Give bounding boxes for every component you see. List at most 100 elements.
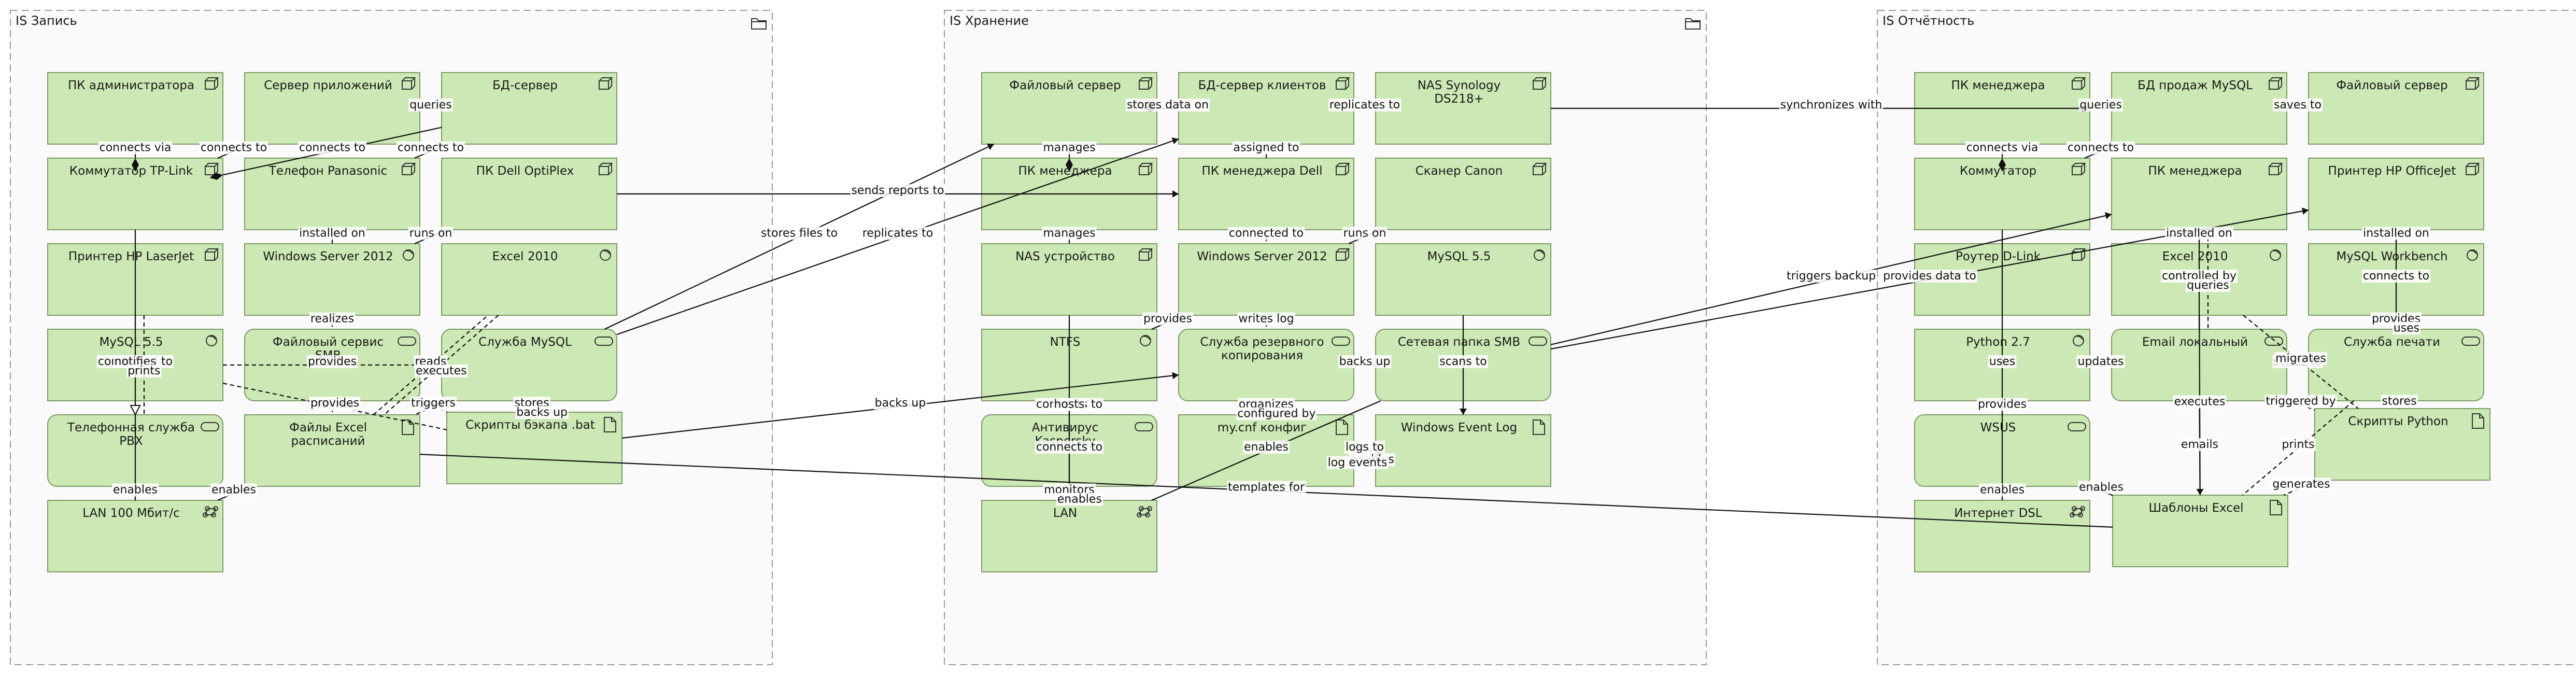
- node-box[interactable]: [441, 158, 617, 230]
- service-icon: [595, 336, 613, 346]
- device-icon: [205, 77, 219, 90]
- relation-label-bg: [1142, 312, 1194, 326]
- node-n15[interactable]: Скрипты бэкапа .bat: [446, 412, 622, 484]
- relation-label: log events: [1328, 456, 1388, 469]
- node-n24[interactable]: Windows Server 2012: [1178, 243, 1354, 316]
- node-box[interactable]: [981, 243, 1157, 316]
- node-n5[interactable]: Телефон Panasonic: [244, 158, 420, 230]
- relation-label-bg: [2281, 438, 2316, 451]
- node-n48[interactable]: Шаблоны Excel: [2112, 495, 2288, 567]
- node-n4[interactable]: Коммутатор TP-Link: [47, 158, 223, 230]
- node-box[interactable]: [1375, 158, 1551, 230]
- node-n47[interactable]: Интернет DSL: [1914, 500, 2090, 572]
- relation-label: replicates to: [862, 227, 933, 240]
- system-software-icon: [2270, 249, 2281, 261]
- node-box[interactable]: [2111, 72, 2287, 145]
- relation-label-bg: [1978, 483, 2026, 497]
- relation-label-bg: [1042, 227, 1097, 240]
- relation-label: provides data to: [1883, 270, 1976, 283]
- node-box[interactable]: [244, 158, 420, 230]
- relation-label-bg: [1326, 456, 1389, 469]
- device-icon: [599, 163, 613, 175]
- system-software-icon: [1534, 249, 1545, 261]
- node-n44[interactable]: Служба печати: [2308, 329, 2484, 401]
- node-label: LAN: [1053, 507, 1077, 520]
- node-label: Антивирус: [1032, 421, 1098, 434]
- node-n1[interactable]: ПК администратора: [47, 72, 223, 145]
- node-box[interactable]: [2112, 495, 2288, 567]
- system-software-icon: [2470, 250, 2477, 255]
- relation-label: prints: [128, 364, 160, 377]
- device-icon: [402, 77, 416, 90]
- node-n2[interactable]: Сервер приложений: [244, 72, 420, 145]
- node-n9[interactable]: Excel 2010: [441, 243, 617, 316]
- relation-label-bg: [2173, 395, 2227, 409]
- node-label: копирования: [1221, 349, 1303, 362]
- node-n22[interactable]: Сканер Canon: [1375, 158, 1551, 230]
- node-box[interactable]: [446, 412, 622, 484]
- relation-label-bg: [306, 355, 358, 368]
- node-n12[interactable]: Служба MySQL: [441, 329, 617, 401]
- relation-label-bg: [1338, 355, 1392, 368]
- node-label: Скрипты бэкапа .bat: [465, 418, 595, 432]
- node-n23[interactable]: NAS устройство: [981, 243, 1157, 316]
- node-box[interactable]: [441, 243, 617, 316]
- relation-label-bg: [210, 483, 258, 497]
- relation-label-bg: [1125, 99, 1210, 111]
- node-n17[interactable]: Файловый сервер: [981, 72, 1157, 145]
- node-box[interactable]: [2314, 408, 2490, 481]
- artifact-icon: [2472, 413, 2484, 429]
- device-icon: [2072, 77, 2086, 90]
- node-n46[interactable]: Скрипты Python: [2314, 408, 2490, 481]
- folder-icon: [751, 18, 767, 30]
- node-box[interactable]: [244, 414, 420, 487]
- node-box[interactable]: [244, 243, 420, 316]
- node-n36[interactable]: Коммутатор: [1914, 158, 2090, 230]
- node-box[interactable]: [244, 72, 420, 145]
- node-n3[interactable]: БД-сервер: [441, 72, 617, 145]
- relation-label: runs on: [1343, 227, 1386, 240]
- relation-label: connects via: [100, 142, 172, 155]
- node-box[interactable]: [2111, 158, 2287, 230]
- node-n16[interactable]: LAN 100 Мбит/с: [47, 500, 223, 572]
- system-software-icon: [2076, 335, 2083, 340]
- node-box[interactable]: [1375, 72, 1551, 145]
- system-software-icon: [600, 249, 611, 261]
- node-box[interactable]: [2308, 158, 2484, 230]
- node-label: NTFS: [1050, 335, 1081, 349]
- node-n8[interactable]: Windows Server 2012: [244, 243, 420, 316]
- group-title: IS Отчётность: [1883, 13, 1974, 28]
- relation-label-bg: [298, 227, 366, 240]
- node-box[interactable]: [1375, 243, 1551, 316]
- node-n35[interactable]: Файловый сервер: [2308, 72, 2484, 145]
- node-label: MySQL 5.5: [1427, 250, 1491, 263]
- relation-label-bg: [2264, 395, 2337, 408]
- node-n31[interactable]: Windows Event Log: [1375, 414, 1551, 487]
- node-n34[interactable]: БД продаж MySQL: [2111, 72, 2287, 145]
- node-n32[interactable]: LAN: [981, 500, 1157, 572]
- node-n21[interactable]: ПК менеджера Dell: [1178, 158, 1354, 230]
- relation-label-bg: [2077, 481, 2125, 494]
- node-n38[interactable]: Принтер HP OfficeJet: [2308, 158, 2484, 230]
- relation-label: manages: [1043, 142, 1095, 155]
- node-n25[interactable]: MySQL 5.5: [1375, 243, 1551, 316]
- node-n37[interactable]: ПК менеджера: [2111, 158, 2287, 230]
- service-icon: [2264, 336, 2283, 346]
- network-icon: [2080, 506, 2085, 511]
- node-box[interactable]: [441, 72, 617, 145]
- node-box[interactable]: [1914, 500, 2090, 572]
- relation-label: templates for: [1228, 481, 1305, 494]
- relation-label: saves to: [2274, 99, 2322, 111]
- node-box[interactable]: [1375, 414, 1551, 487]
- relation-label: provides: [1143, 313, 1192, 326]
- node-box[interactable]: [981, 500, 1157, 572]
- service-icon: [1135, 422, 1153, 431]
- node-box[interactable]: [1178, 158, 1354, 230]
- relation-label: updates: [2078, 355, 2124, 368]
- node-n6[interactable]: ПК Dell OptiPlex: [441, 158, 617, 230]
- relation-label-bg: [1236, 407, 1317, 420]
